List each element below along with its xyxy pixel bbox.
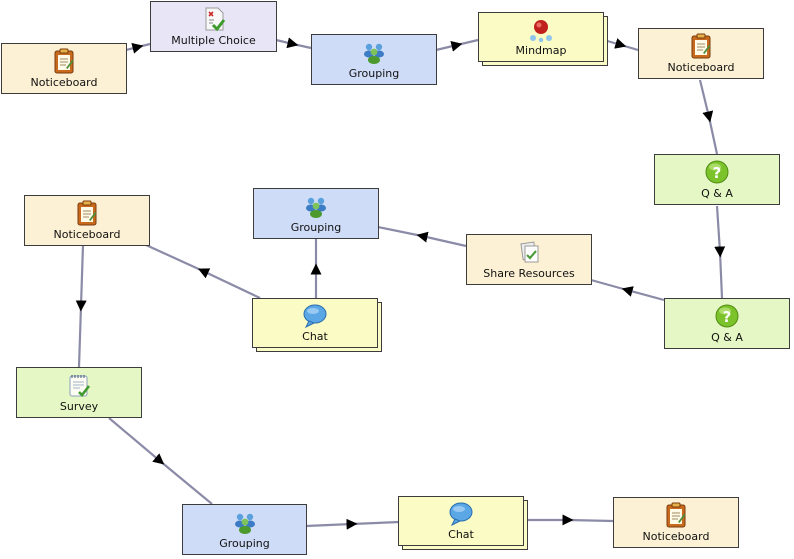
svg-text:?: ? [723,308,732,326]
clipboard-icon [691,33,711,59]
clipboard-icon [54,48,74,74]
activity-qa-2[interactable]: ? Q & A [664,298,790,349]
quiz-icon [205,7,225,32]
activity-noticeboard-2[interactable]: Noticeboard [638,28,764,79]
activity-noticeboard-3[interactable]: Noticeboard [24,195,150,246]
question-icon: ? [715,304,739,328]
activity-label: Q & A [711,331,743,344]
activity-chat-1[interactable]: Chat [252,298,378,348]
transition-arrow [108,417,213,505]
group-icon [306,197,326,218]
transition-arrow [125,42,151,54]
activity-share-resources[interactable]: Share Resources [466,234,592,285]
activity-grouping-2[interactable]: Grouping [253,188,379,239]
clipboard-icon [666,502,686,528]
transition-arrow [75,244,87,368]
activity-label: Noticeboard [667,61,735,74]
share-resources-icon [520,241,539,263]
transition-arrow [603,38,639,52]
group-icon [234,513,255,534]
survey-icon [69,375,91,397]
transition-arrow [698,79,719,155]
activity-mindmap[interactable]: Mindmap [478,12,604,62]
transition-arrow [590,278,665,302]
transition-arrow [275,37,312,50]
activity-label: Share Resources [483,267,575,280]
chat-bubble-icon [449,502,473,527]
transition-arrow [714,205,726,299]
activity-label: Q & A [701,187,733,200]
question-icon: ? [705,160,729,184]
activity-grouping-1[interactable]: Grouping [311,34,437,85]
activity-label: Noticeboard [53,228,121,241]
activity-label: Noticeboard [642,530,710,543]
activity-noticeboard-4[interactable]: Noticeboard [613,497,739,548]
activity-multiple-choice[interactable]: Multiple Choice [150,1,277,52]
svg-text:?: ? [713,164,722,182]
activity-grouping-3[interactable]: Grouping [182,504,307,555]
group-icon [364,43,384,64]
chat-bubble-icon [303,304,327,329]
transition-arrow [524,514,614,526]
activity-label: Survey [59,400,99,413]
activity-qa-1[interactable]: ? Q & A [654,154,780,205]
activity-chat-2[interactable]: Chat [398,496,524,546]
transition-arrow [377,225,467,248]
activity-label: Grouping [290,221,342,234]
transition-arrow [435,38,479,52]
transition-arrow [145,243,261,299]
activity-label: Chat [302,330,328,343]
activity-label: Noticeboard [30,76,98,89]
activity-label: Grouping [219,537,270,550]
clipboard-icon [77,200,97,226]
mindmap-icon [530,20,552,43]
activity-label: Chat [448,528,474,541]
activity-label: Multiple Choice [171,34,256,47]
activity-label: Mindmap [515,44,567,57]
activity-noticeboard-1[interactable]: Noticeboard [1,43,127,94]
transition-arrow [305,518,400,530]
activity-label: Grouping [348,67,400,80]
activity-survey[interactable]: Survey [16,367,142,418]
